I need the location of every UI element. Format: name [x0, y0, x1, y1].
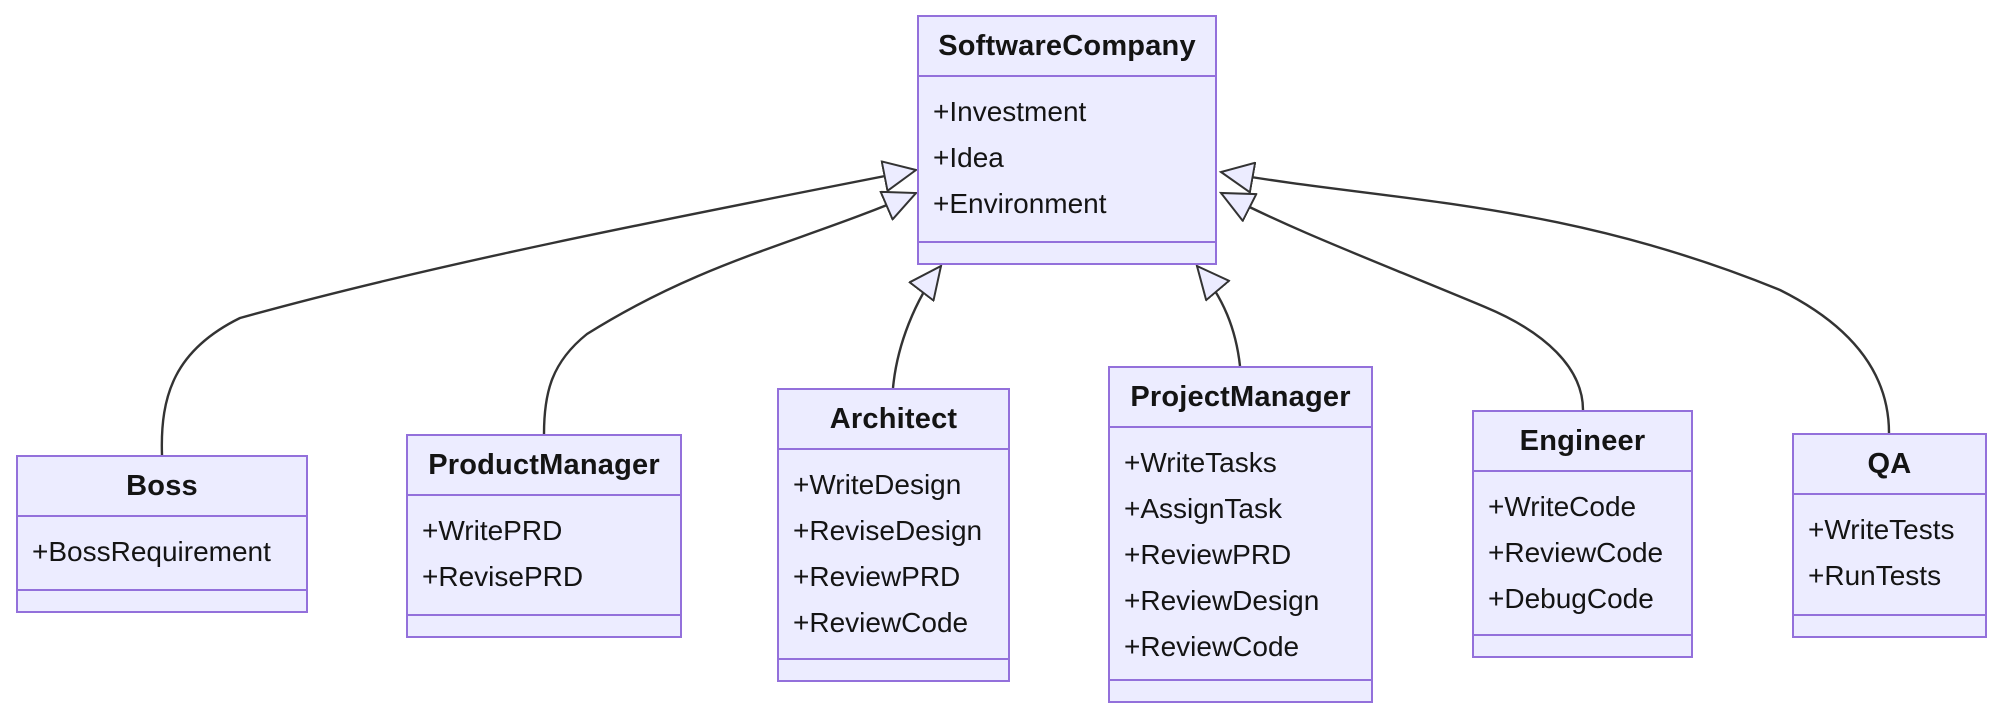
member-row: +BossRequirement [32, 536, 271, 567]
class-title: Boss [18, 457, 306, 517]
member-row: +ReviewPRD [793, 561, 961, 592]
member-row: +ReviseDesign [793, 515, 983, 546]
class-title: Architect [779, 390, 1008, 450]
member-row: +Investment [933, 96, 1087, 127]
class-boss: Boss +BossRequirement [16, 455, 308, 613]
class-title: QA [1794, 435, 1985, 495]
class-members: +WriteTests +RunTests [1794, 495, 1985, 616]
class-qa: QA +WriteTests +RunTests [1792, 433, 1987, 638]
class-engineer: Engineer +WriteCode +ReviewCode +DebugCo… [1472, 410, 1693, 658]
class-members: +WriteDesign +ReviseDesign +ReviewPRD +R… [779, 450, 1008, 660]
class-title: ProductManager [408, 436, 680, 496]
member-row: +WriteTests [1808, 514, 1955, 545]
class-projectmanager: ProjectManager +WriteTasks +AssignTask +… [1108, 366, 1373, 703]
member-row: +ReviewCode [1488, 537, 1664, 568]
member-row: +ReviewPRD [1124, 539, 1292, 570]
class-methods-empty [919, 243, 1215, 263]
class-title: Engineer [1474, 412, 1691, 472]
class-methods-empty [18, 591, 306, 611]
member-row: +DebugCode [1488, 583, 1654, 614]
member-row: +WriteDesign [793, 469, 962, 500]
member-row: +WritePRD [422, 515, 563, 546]
class-members: +BossRequirement [18, 517, 306, 591]
class-methods-empty [1474, 636, 1691, 656]
class-members: +Investment +Idea +Environment [919, 77, 1215, 243]
class-softwarecompany: SoftwareCompany +Investment +Idea +Envir… [917, 15, 1217, 265]
class-members: +WriteCode +ReviewCode +DebugCode [1474, 472, 1691, 636]
class-title: ProjectManager [1110, 368, 1371, 428]
class-architect: Architect +WriteDesign +ReviseDesign +Re… [777, 388, 1010, 682]
edge-architect-to-softwarecompany [891, 266, 941, 389]
class-methods-empty [408, 616, 680, 636]
member-row: +WriteCode [1488, 491, 1637, 522]
class-methods-empty [1110, 681, 1371, 701]
member-row: +RevisePRD [422, 561, 584, 592]
class-members: +WriteTasks +AssignTask +ReviewPRD +Revi… [1110, 428, 1371, 681]
member-row: +ReviewDesign [1124, 585, 1320, 616]
edge-projectmanager-to-softwarecompany [1197, 266, 1242, 367]
class-title: SoftwareCompany [919, 17, 1215, 77]
class-methods-empty [779, 660, 1008, 680]
member-row: +AssignTask [1124, 493, 1282, 524]
member-row: +ReviewCode [1124, 631, 1300, 662]
class-methods-empty [1794, 616, 1985, 636]
member-row: +ReviewCode [793, 607, 969, 638]
member-row: +WriteTasks [1124, 447, 1277, 478]
member-row: +Environment [933, 188, 1107, 219]
class-members: +WritePRD +RevisePRD [408, 496, 680, 616]
member-row: +RunTests [1808, 560, 1942, 591]
class-productmanager: ProductManager +WritePRD +RevisePRD [406, 434, 682, 638]
member-row: +Idea [933, 142, 1004, 173]
